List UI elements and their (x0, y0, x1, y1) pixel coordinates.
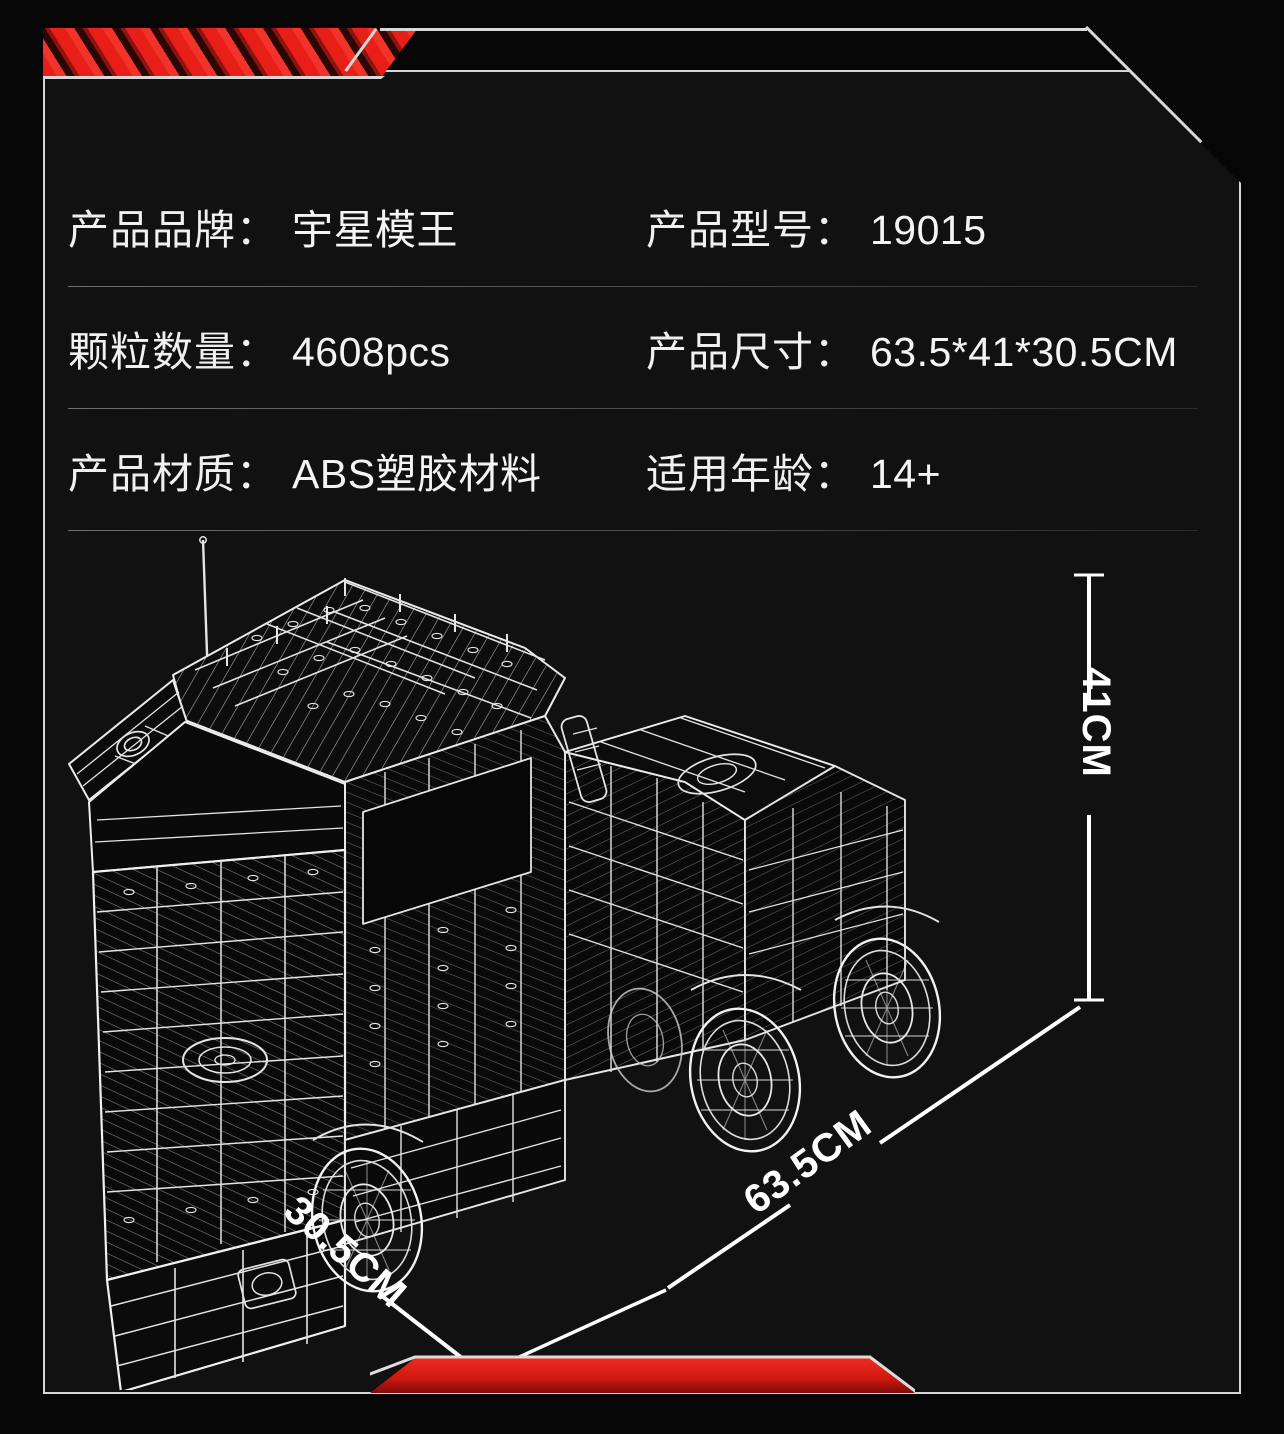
spec-cell-brand: 产品品牌： 宇星模王 (68, 196, 646, 256)
bottom-red-notch (370, 1355, 915, 1393)
spec-value-size: 63.5*41*30.5CM (870, 329, 1178, 375)
spec-label-size: 产品尺寸： (646, 329, 856, 375)
spec-value-age: 14+ (870, 451, 942, 497)
truck-wireframe-illustration (68, 536, 942, 1390)
spec-value-model: 19015 (870, 207, 987, 253)
spec-table: 产品品牌： 宇星模王 产品型号： 19015 颗粒数量： 4608pcs 产品尺… (68, 165, 1220, 531)
spec-label-brand: 产品品牌： (68, 207, 278, 253)
bottom-red-notch-fill (370, 1358, 915, 1393)
product-artwork (45, 520, 1239, 1390)
spec-row: 颗粒数量： 4608pcs 产品尺寸： 63.5*41*30.5CM (68, 287, 1220, 409)
spec-label-piece-count: 颗粒数量： (68, 329, 278, 375)
spec-cell-age: 适用年龄： 14+ (646, 440, 1220, 500)
top-red-stripe-banner (43, 28, 418, 78)
spec-cell-size: 产品尺寸： 63.5*41*30.5CM (646, 318, 1220, 378)
spec-row: 产品材质： ABS塑胶材料 适用年龄： 14+ (68, 409, 1220, 531)
banner-diagonal-join (375, 28, 385, 80)
top-banner-underline (43, 76, 385, 79)
spec-value-piece-count: 4608pcs (292, 329, 451, 375)
spec-cell-model: 产品型号： 19015 (646, 196, 1220, 256)
spec-label-age: 适用年龄： (646, 451, 856, 497)
spec-label-model: 产品型号： (646, 207, 856, 253)
spec-value-brand: 宇星模王 (292, 207, 458, 253)
spec-row: 产品品牌： 宇星模王 产品型号： 19015 (68, 165, 1220, 287)
spec-label-material: 产品材质： (68, 451, 278, 497)
dimension-label-height: 41CM (1073, 667, 1118, 778)
spec-cell-material: 产品材质： ABS塑胶材料 (68, 440, 646, 500)
spec-value-material: ABS塑胶材料 (292, 451, 542, 497)
bottom-notch-outline (370, 1355, 915, 1393)
top-right-chamfer (1083, 26, 1247, 146)
top-border-rail (380, 28, 1087, 31)
spec-cell-piece-count: 颗粒数量： 4608pcs (68, 318, 646, 378)
